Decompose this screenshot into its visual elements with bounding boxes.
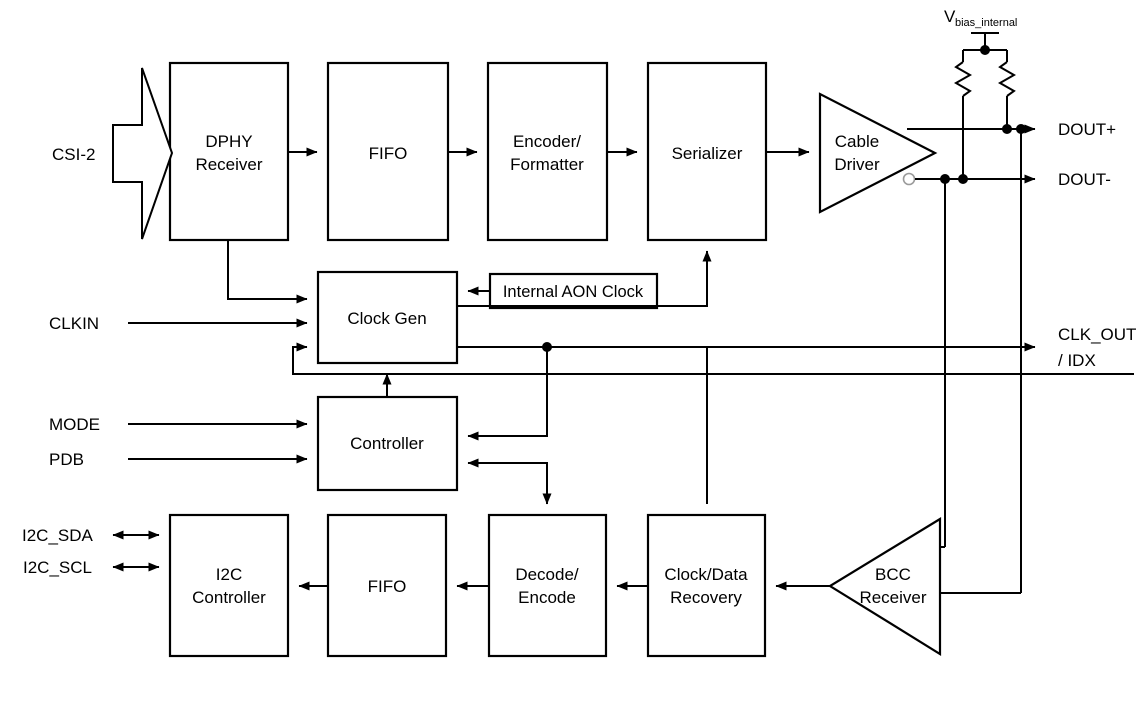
block-encoder-label-1: Encoder/	[513, 132, 581, 151]
block-dphy-receiver-label-1: DPHY	[205, 132, 252, 151]
block-serializer-label: Serializer	[672, 144, 743, 163]
port-label-pdb: PDB	[49, 450, 84, 469]
block-internal-aon-clock[interactable]	[488, 272, 659, 310]
amplifier-bcc-label-2: Receiver	[859, 588, 926, 607]
inverting-output-bubble-icon	[902, 172, 916, 186]
block-controller-label: Controller	[350, 434, 424, 453]
supply-label-vbias: V	[944, 7, 956, 26]
wire-dphy-to-clock-gen	[227, 240, 308, 304]
port-label-i2c-sda: I2C_SDA	[22, 526, 94, 545]
amplifier-cable-driver[interactable]	[818, 92, 938, 214]
block-i2c-label-1: I2C	[216, 565, 242, 584]
amplifier-cable-driver-label-2: Driver	[834, 155, 880, 174]
port-label-csi2: CSI-2	[52, 145, 95, 164]
block-fifo-bottom-label: FIFO	[368, 577, 407, 596]
block-serializer[interactable]	[646, 61, 768, 242]
block-encoder-formatter[interactable]	[486, 61, 609, 242]
block-i2c-label-2: Controller	[192, 588, 266, 607]
block-controller[interactable]	[316, 395, 459, 492]
port-label-clkin: CLKIN	[49, 314, 99, 333]
supply-label-vbias-subscript: bias_internal	[955, 17, 1017, 29]
resistor-right-icon	[997, 61, 1017, 97]
block-dphy-receiver-label-2: Receiver	[195, 155, 262, 174]
port-label-i2c-scl: I2C_SCL	[23, 558, 92, 577]
wire-controller-to-decode-encode	[468, 462, 552, 505]
block-dphy-receiver[interactable]	[168, 61, 290, 242]
amplifier-bcc-label-1: BCC	[875, 565, 911, 584]
block-decode-encode[interactable]	[487, 513, 608, 658]
block-clock-gen[interactable]	[316, 270, 459, 365]
wire-clock-gen-to-serializer	[457, 250, 712, 307]
port-label-clk-out-line2: / IDX	[1058, 351, 1096, 370]
block-cdr-label-1: Clock/Data	[664, 565, 748, 584]
port-label-dout-plus: DOUT+	[1058, 120, 1116, 139]
block-fifo-top-label: FIFO	[369, 144, 408, 163]
csi2-bus-arrow-icon	[112, 67, 174, 240]
block-clock-data-recovery[interactable]	[646, 513, 767, 658]
port-label-clk-out-line1: CLK_OUT	[1058, 325, 1136, 344]
junction-dot-dout-minus-resistor	[958, 174, 968, 184]
port-label-dout-minus: DOUT-	[1058, 170, 1111, 189]
block-internal-aon-clock-label: Internal AON Clock	[503, 283, 644, 301]
block-clock-gen-label: Clock Gen	[347, 309, 426, 328]
resistor-left-icon	[953, 61, 973, 97]
block-cdr-label-2: Recovery	[670, 588, 742, 607]
junction-dot-dout-plus-resistor	[1002, 124, 1012, 134]
block-decode-label-2: Encode	[518, 588, 576, 607]
block-decode-label-1: Decode/	[515, 565, 579, 584]
amplifier-bcc-receiver[interactable]	[827, 517, 942, 656]
wire-clock-to-controller	[467, 347, 548, 441]
block-encoder-label-2: Formatter	[510, 155, 584, 174]
block-i2c-controller[interactable]	[168, 513, 290, 658]
wire-feedback-to-clock-gen	[292, 342, 1134, 375]
amplifier-cable-driver-label-1: Cable	[835, 132, 879, 151]
block-fifo-top[interactable]	[326, 61, 450, 242]
port-label-mode: MODE	[49, 415, 100, 434]
